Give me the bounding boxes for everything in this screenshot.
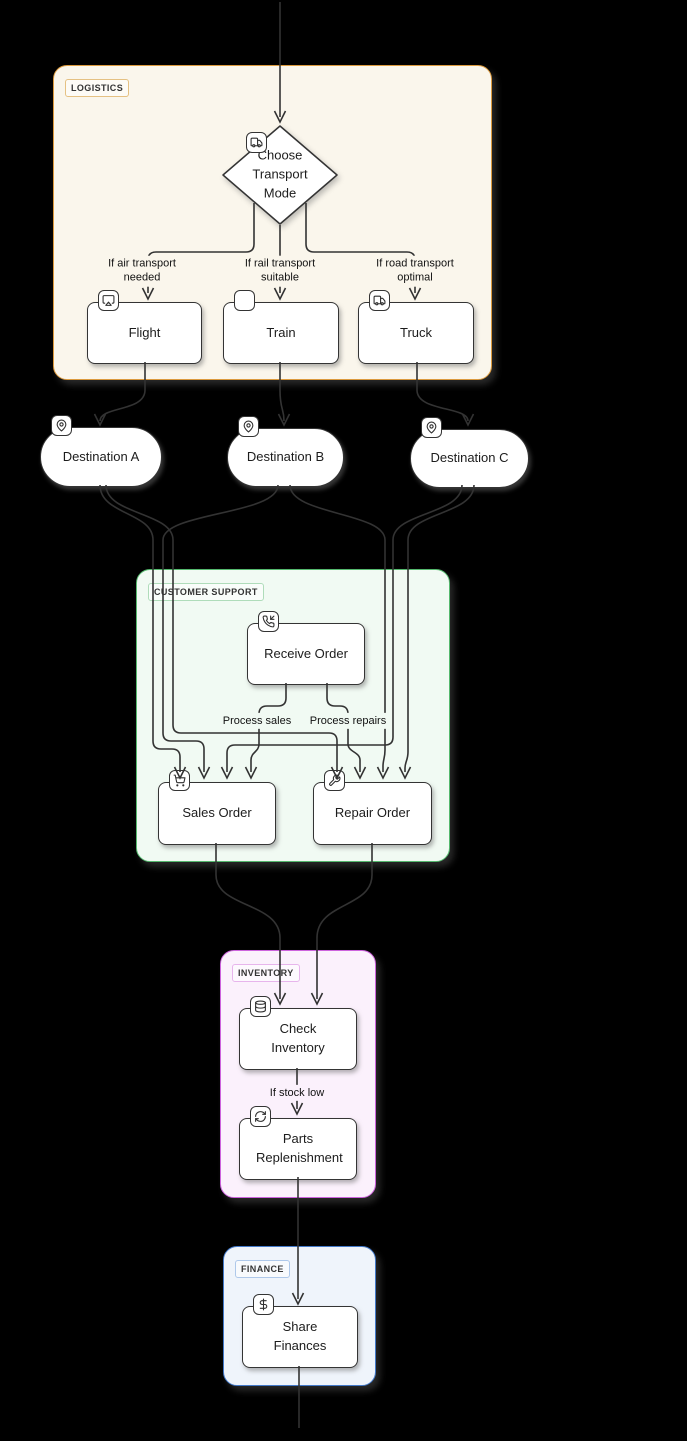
node-destination-b: Destination B — [227, 416, 344, 487]
refresh-icon — [250, 1106, 271, 1127]
node-label: Truck — [399, 324, 433, 340]
section-logistics-label: LOGISTICS — [65, 79, 130, 97]
arrowhead — [93, 413, 107, 427]
map-pin-icon — [238, 416, 259, 437]
node-label: Repair Order — [334, 805, 411, 821]
section-inventory-label: INVENTORY — [232, 964, 300, 982]
node-train: Train — [223, 290, 339, 364]
blank-icon — [234, 290, 255, 311]
node-flight: Flight — [87, 290, 202, 364]
truck-icon — [246, 132, 267, 153]
node-label: Receive Order — [264, 645, 348, 661]
node-label: Train — [266, 324, 296, 340]
node-destination-a: Destination A — [40, 415, 162, 487]
node-label: Parts Replenishment — [256, 1131, 343, 1165]
map-pin-icon — [421, 417, 442, 438]
node-label: Check Inventory — [271, 1021, 325, 1055]
phone-incoming-icon — [258, 611, 279, 632]
airplay-icon — [98, 290, 119, 311]
edge-label-e18: If stock low — [266, 1084, 328, 1102]
node-parts-replenishment: Parts Replenishment — [239, 1106, 357, 1180]
edge-label-e15: Process repairs — [306, 712, 390, 730]
arrowhead — [461, 413, 475, 427]
node-label: Sales Order — [182, 805, 252, 821]
database-icon — [250, 996, 271, 1017]
node-label: Destination B — [246, 449, 325, 465]
edge-label-e4: If road transport optimal — [367, 255, 463, 287]
section-finance-label: FINANCE — [235, 1260, 290, 1278]
arrowhead — [277, 413, 291, 427]
node-destination-c: Destination C — [410, 417, 529, 488]
node-label: Share Finances — [273, 1319, 327, 1353]
node-label: Flight — [128, 324, 161, 340]
edge-label-e14: Process sales — [219, 712, 295, 730]
node-repair-order: Repair Order — [313, 770, 432, 845]
dollar-icon — [253, 1294, 274, 1315]
node-choose-transport-mode: Choose Transport Mode — [222, 125, 338, 225]
edge-label-e3: If rail transport suitable — [232, 255, 328, 287]
map-pin-icon — [51, 415, 72, 436]
section-customer-support-label: CUSTOMER SUPPORT — [148, 583, 264, 601]
node-label: Destination C — [430, 450, 509, 466]
node-share-finances: Share Finances — [242, 1294, 358, 1368]
node-receive-order: Receive Order — [247, 611, 365, 685]
edge-label-e2: If air transport needed — [94, 255, 190, 287]
node-sales-order: Sales Order — [158, 770, 276, 845]
node-check-inventory: Check Inventory — [239, 996, 357, 1070]
node-label: Choose Transport Mode — [252, 147, 308, 201]
truck-icon — [369, 290, 390, 311]
wrench-icon — [324, 770, 345, 791]
node-truck: Truck — [358, 290, 474, 364]
shopping-cart-icon — [169, 770, 190, 791]
node-label: Destination A — [62, 448, 140, 464]
